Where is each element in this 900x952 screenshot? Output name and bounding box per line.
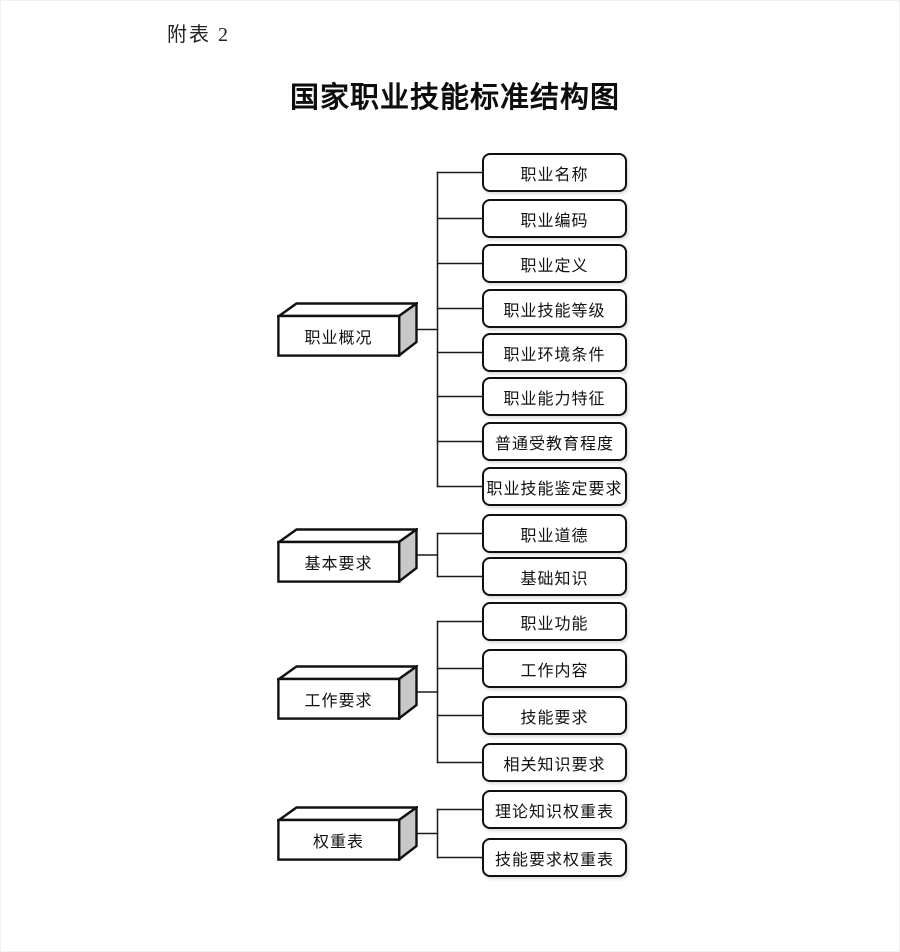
page-title: 国家职业技能标准结构图 [289,82,620,114]
category-3d-box [277,527,418,583]
category-3d-box [277,806,418,861]
leaf-node: 职业编码 [482,199,627,238]
category-3d-box [277,664,418,720]
leaf-node: 职业名称 [482,153,627,192]
category-node: 工作要求 [277,664,418,720]
leaf-node: 职业技能等级 [482,289,627,328]
leaf-node: 普通受教育程度 [482,422,627,461]
category-node: 基本要求 [277,527,418,583]
leaf-node: 职业技能鉴定要求 [482,467,627,506]
category-label: 工作要求 [304,692,373,710]
category-label: 职业概况 [304,330,373,347]
leaf-node: 职业功能 [482,602,627,641]
category-label: 权重表 [312,834,364,851]
leaf-node: 职业能力特征 [482,377,627,416]
leaf-node: 技能要求 [482,696,627,735]
leaf-node: 职业道德 [482,514,627,553]
leaf-node: 职业定义 [482,244,627,283]
leaf-node: 理论知识权重表 [482,790,627,829]
leaf-node: 相关知识要求 [482,743,627,782]
appendix-label: 附表 2 [167,24,230,46]
leaf-node: 技能要求权重表 [482,838,627,877]
category-node: 职业概况 [277,302,418,357]
leaf-node: 工作内容 [482,649,627,688]
category-3d-box [277,302,418,357]
leaf-node: 职业环境条件 [482,333,627,372]
leaf-node: 基础知识 [482,557,627,596]
category-label: 基本要求 [304,555,373,573]
category-node: 权重表 [277,806,418,861]
